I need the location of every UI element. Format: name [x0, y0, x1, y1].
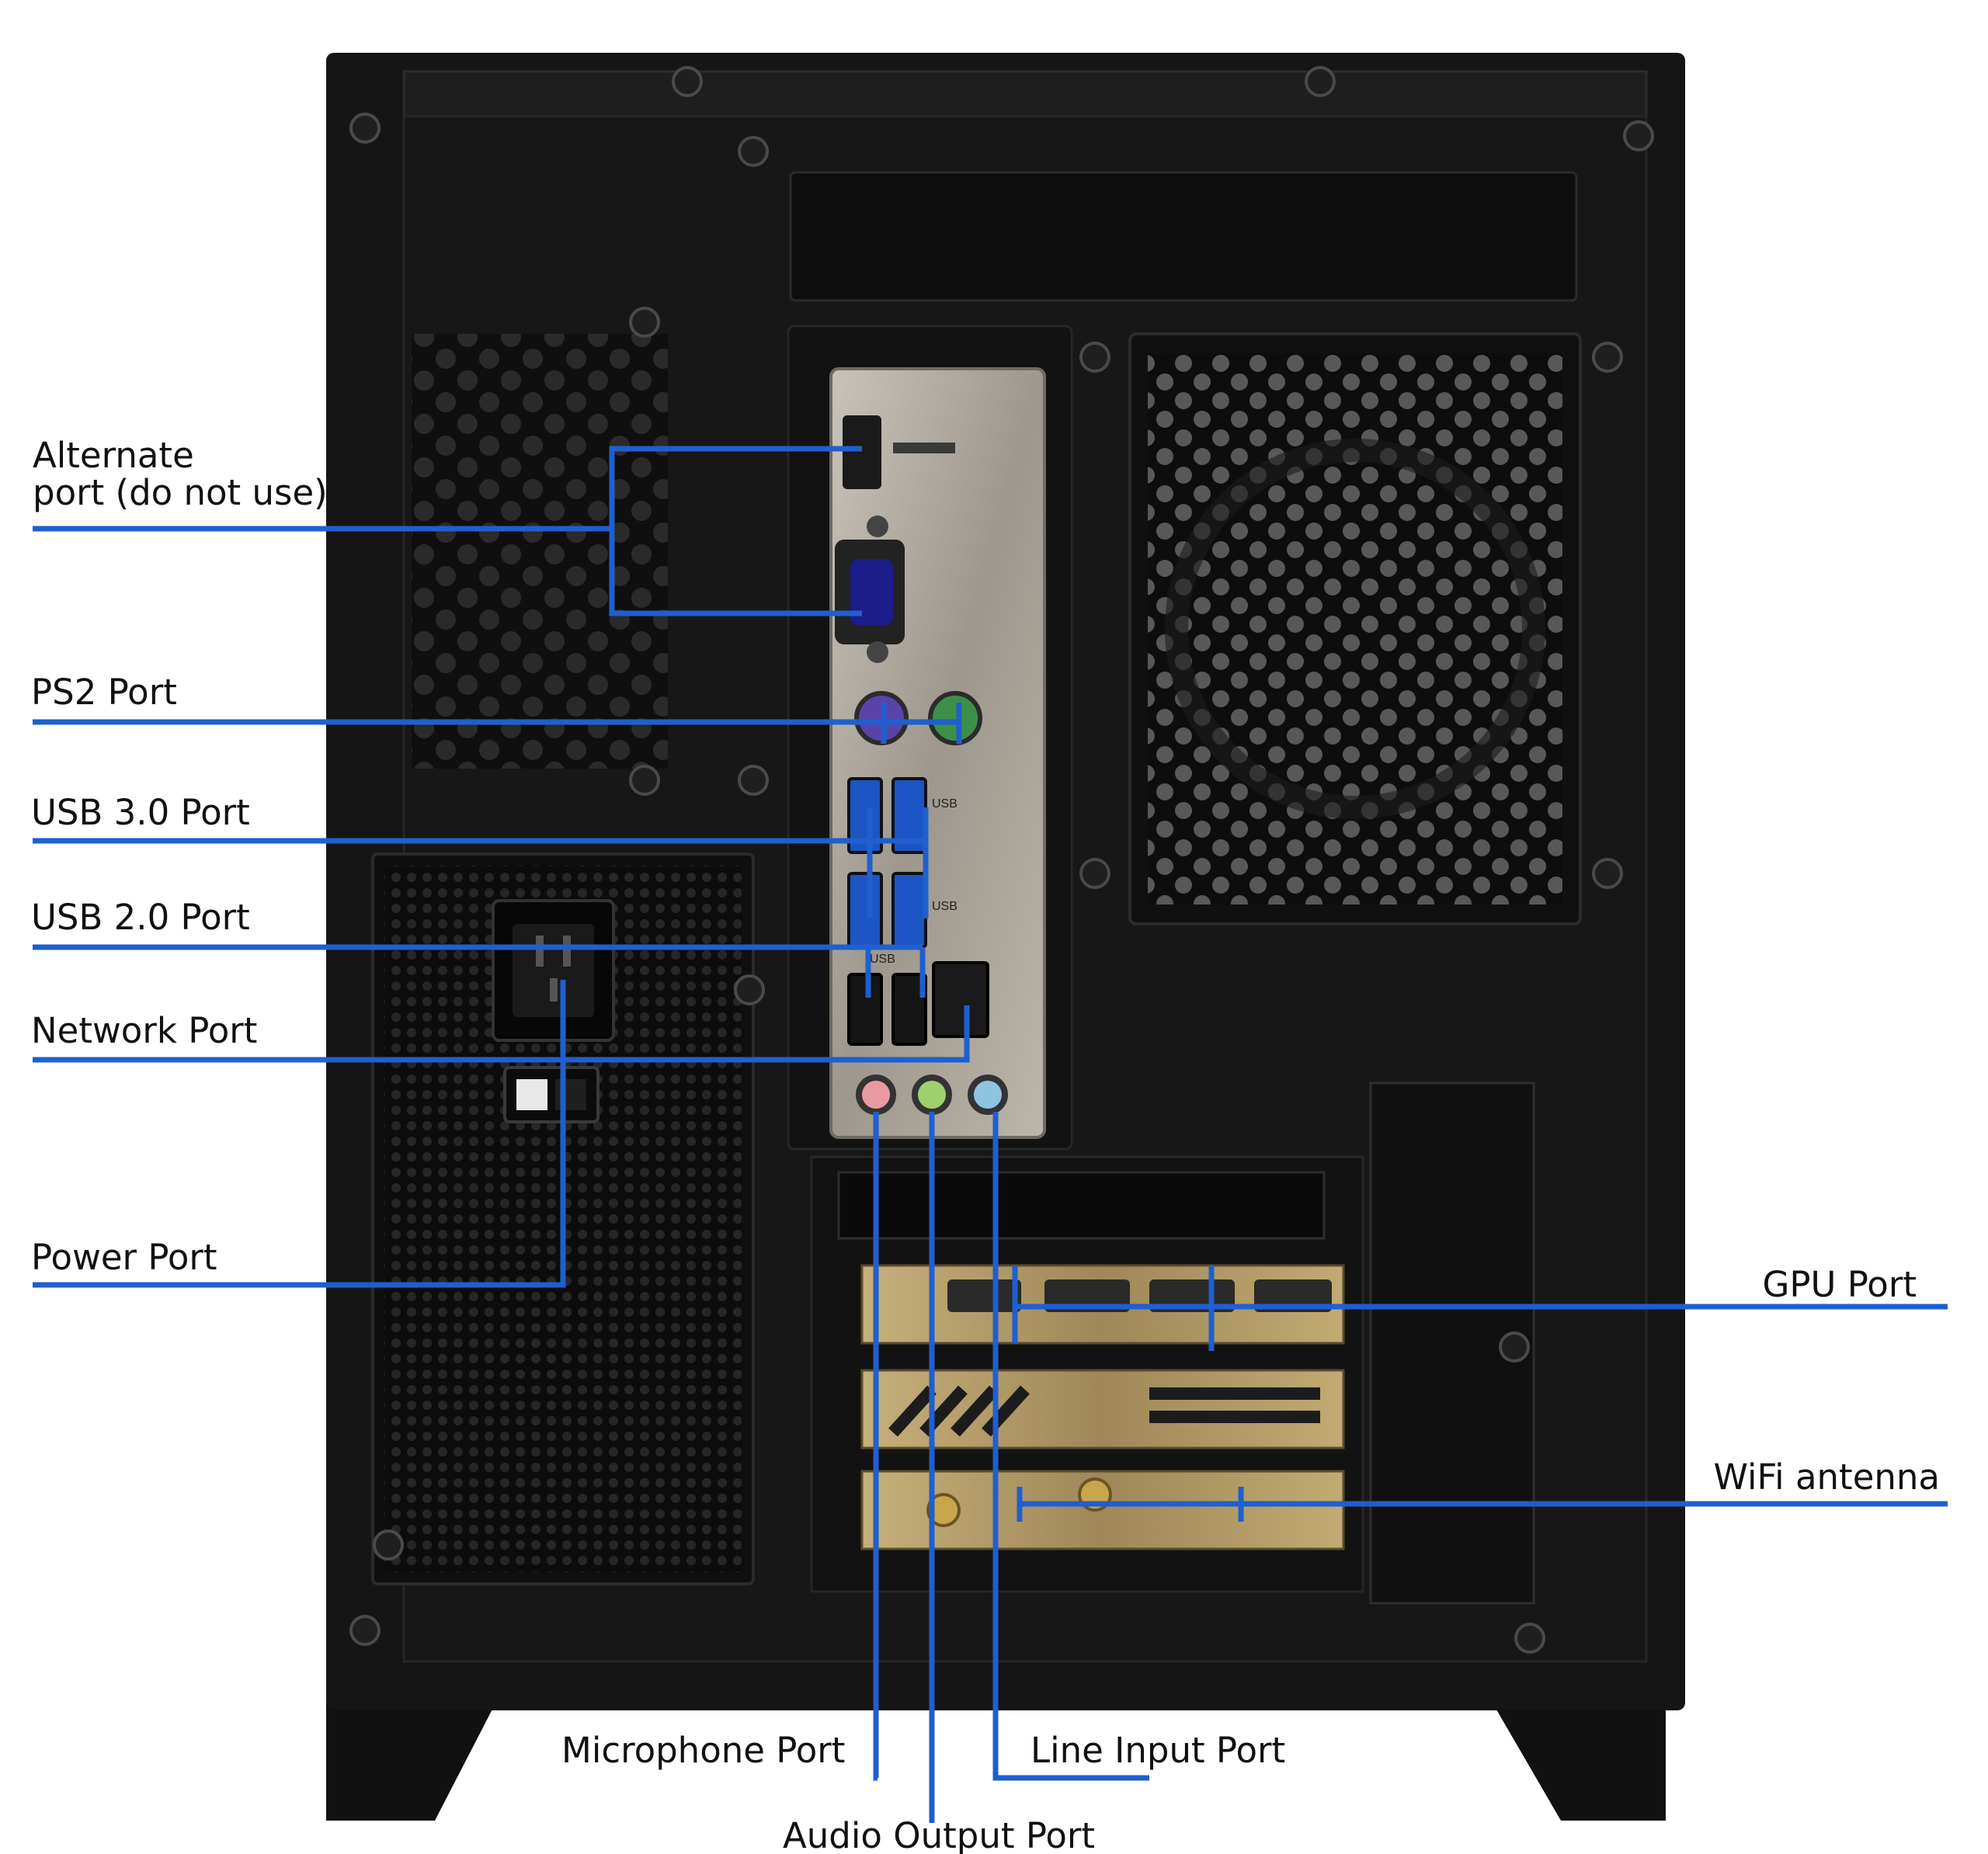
- usb3-port: [847, 777, 883, 854]
- microphone-port-label: Microphone Port: [561, 1730, 845, 1771]
- power-leader: [33, 980, 566, 1288]
- upper-vent: [412, 334, 668, 769]
- alternate-bracket: [609, 446, 862, 616]
- usb-marking: USB: [932, 797, 958, 811]
- network-port-label: Network Port: [31, 1010, 257, 1051]
- network-leader: [33, 1005, 970, 1063]
- usb-marking: USB: [932, 900, 958, 913]
- usb2-port-label: USB 2.0 Port: [31, 897, 250, 938]
- wifi-antenna-label: WiFi antenna: [1714, 1456, 1940, 1498]
- case-screws: [349, 66, 1654, 1654]
- usb2-port: [847, 973, 883, 1046]
- audio-output-jack: [912, 1075, 952, 1115]
- power-port-label: Power Port: [31, 1237, 217, 1278]
- usb2-port: [891, 973, 927, 1046]
- usb-marking: USB: [870, 953, 895, 966]
- network-port: [932, 961, 989, 1038]
- alternate-hdmi-port: [843, 415, 881, 489]
- line-input-jack: [968, 1075, 1008, 1115]
- usb3-port-label: USB 3.0 Port: [31, 792, 250, 833]
- usb3-port: [847, 872, 883, 949]
- top-blank-plate: [789, 171, 1578, 302]
- leader-lines: [33, 446, 1948, 1823]
- ps2-port-green: [928, 691, 982, 745]
- io-shield: USB USB USB: [829, 367, 1046, 1139]
- case-foot-right: [1491, 1700, 1666, 1821]
- usb3-port: [891, 872, 927, 949]
- alternate-port-label-line1: Alternate: [33, 435, 194, 476]
- microphone-leader: [873, 1112, 879, 1781]
- callout-labels: Alternate port (do not use) PS2 Port USB…: [31, 435, 1940, 1854]
- alternate-port-label-line2: port (do not use): [33, 472, 328, 513]
- line-input-leader: [992, 1112, 1149, 1781]
- microphone-jack: [856, 1075, 896, 1115]
- line-input-port-label: Line Input Port: [1030, 1730, 1285, 1771]
- gpu-port-label: GPU Port: [1763, 1264, 1917, 1305]
- case-foot-left: [326, 1700, 497, 1821]
- ps2-port-label: PS2 Port: [31, 672, 177, 713]
- audio-output-port-label: Audio Output Port: [783, 1815, 1095, 1854]
